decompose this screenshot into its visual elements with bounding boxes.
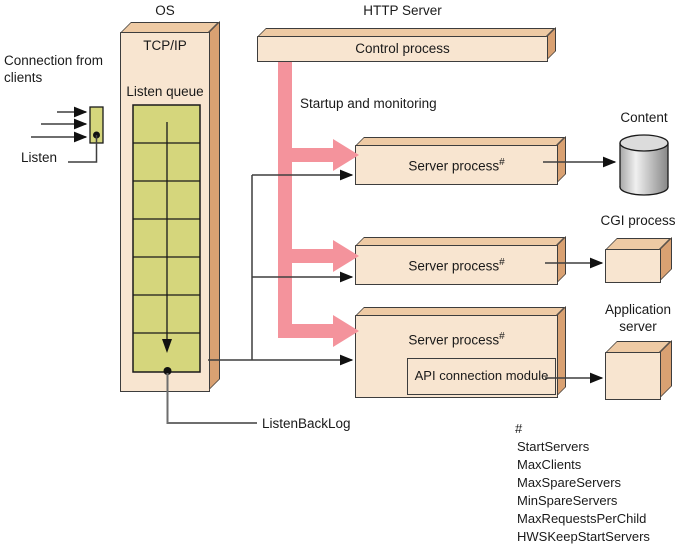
content-cylinder-icon xyxy=(619,134,669,196)
server1-side-face xyxy=(557,136,566,183)
legend-item: HWSKeepStartServers xyxy=(517,529,650,544)
server3-top-face xyxy=(355,307,565,316)
server-process-1-label: Server process# xyxy=(356,155,557,175)
queue-to-server-connectors xyxy=(208,169,354,366)
http-server-title: HTTP Server xyxy=(363,3,442,18)
cgi-process-label: CGI process xyxy=(600,213,676,228)
legend-item: MaxRequestsPerChild xyxy=(517,511,647,526)
pink-trunk xyxy=(278,62,292,338)
server-process-marker: # xyxy=(499,157,505,168)
pink-branch-1 xyxy=(291,148,333,162)
legend-item: MaxSpareServers xyxy=(517,475,622,490)
startup-monitoring-label: Startup and monitoring xyxy=(300,96,437,111)
server-process-3-label: Server process# xyxy=(356,329,557,349)
api-connection-module-label: API connection module xyxy=(414,368,549,383)
connection-from-clients-label: Connection from clients xyxy=(4,53,104,85)
application-server-box xyxy=(605,340,672,400)
legend-item: MaxClients xyxy=(517,457,582,472)
os-box-side-face xyxy=(209,21,220,390)
server2-side-face xyxy=(557,236,566,283)
listen-queue-label: Listen queue xyxy=(126,84,204,99)
server-process-1-box xyxy=(355,136,566,185)
os-box-top-face xyxy=(120,22,219,33)
cgi-process-box xyxy=(605,237,672,283)
control-process-label: Control process xyxy=(355,41,450,56)
directives-legend: # StartServers MaxClients MaxSpareServer… xyxy=(515,420,650,546)
app-box-side-face xyxy=(660,340,672,398)
pink-branch-3 xyxy=(291,324,333,338)
content-label: Content xyxy=(620,110,668,125)
listenbacklog-label: ListenBackLog xyxy=(262,416,351,431)
application-server-label: Application server xyxy=(598,301,678,335)
server-process-text: Server process xyxy=(408,332,500,348)
listen-label: Listen xyxy=(21,150,58,165)
server2-top-face xyxy=(355,237,565,246)
application-server-label-line2: server xyxy=(619,319,657,334)
server-process-marker: # xyxy=(499,257,505,268)
listen-socket xyxy=(89,106,104,144)
tcpip-label: TCP/IP xyxy=(143,38,187,53)
control-process-box xyxy=(257,27,556,62)
os-title: OS xyxy=(155,3,175,18)
server-process-2-label: Server process# xyxy=(356,255,557,275)
control-box-top-face xyxy=(257,28,555,37)
server1-top-face xyxy=(355,137,565,146)
pink-branch-2 xyxy=(291,249,333,263)
server-process-text: Server process xyxy=(408,258,500,274)
legend-marker: # xyxy=(515,421,523,436)
listen-pointer-line xyxy=(68,135,98,163)
server-process-marker: # xyxy=(499,331,505,342)
listen-socket-dot xyxy=(93,131,100,139)
application-server-label-line1: Application xyxy=(604,302,672,317)
api-connection-module-box xyxy=(407,358,556,395)
server-process-text: Server process xyxy=(408,158,500,174)
server-process-2-box xyxy=(355,236,566,285)
server3-side-face xyxy=(557,306,566,396)
legend-item: MinSpareServers xyxy=(517,493,618,508)
legend-item: StartServers xyxy=(517,439,590,454)
